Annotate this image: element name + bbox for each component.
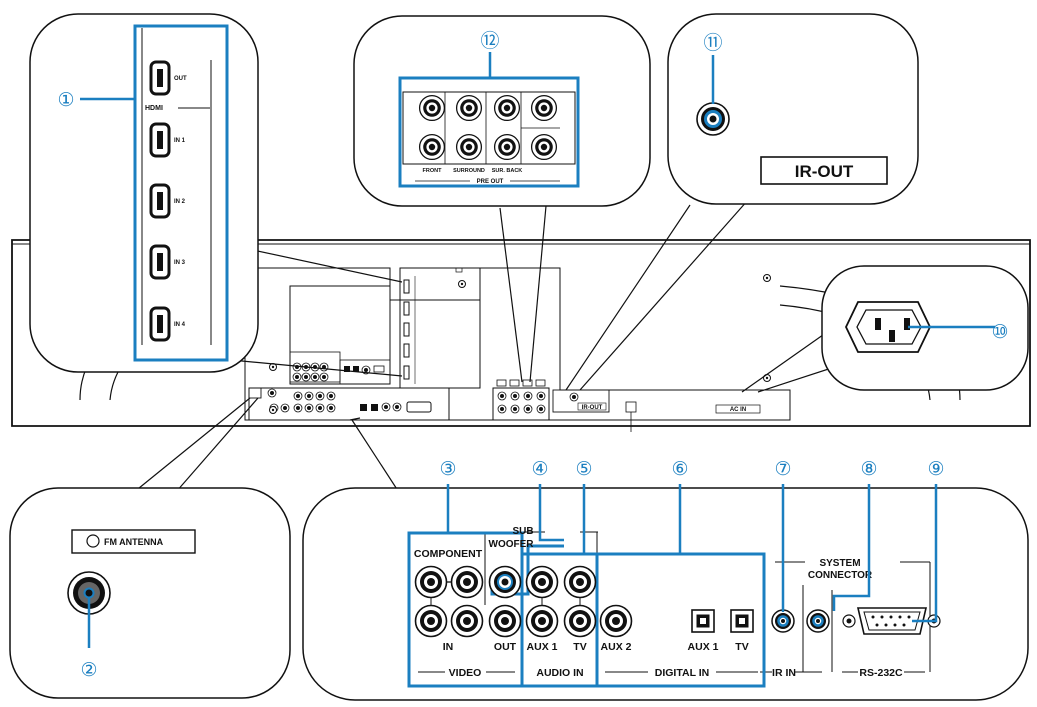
ac-inlet-zoom-panel (821, 265, 1029, 391)
callout-numbers: ① ② ③ ④ ⑤ ⑥ ⑦ ⑧ ⑨ ⑩ ⑪ ⑫ (57, 30, 1008, 681)
ir-out-label-box (760, 156, 888, 185)
pre-out-surround-label: SURROUND (453, 168, 485, 174)
callout-6: ⑥ (671, 458, 688, 480)
callout-11: ⑪ (703, 32, 722, 54)
hdmi-out-label: OUT (174, 76, 187, 82)
callout-7: ⑦ (774, 458, 791, 480)
audio-in-group-label: AUDIO IN (536, 667, 583, 679)
pre-out-group-label: PRE OUT (477, 179, 504, 185)
unit-ir-out-label: IR-OUT (582, 405, 603, 411)
hdmi-zoom-panel: OUT HDMI IN 1 IN 2 IN 3 IN 4 (29, 13, 259, 373)
callout-12: ⑫ (480, 30, 499, 52)
hdmi-in3-label: IN 3 (174, 260, 186, 266)
video-out-jack (488, 604, 522, 638)
digital-in-group-label: DIGITAL IN (655, 667, 709, 679)
callout-10: ⑩ (991, 321, 1008, 343)
video-group-label: VIDEO (449, 667, 482, 679)
fm-antenna-label: FM ANTENNA (104, 537, 164, 547)
hdmi-in4-port (149, 306, 171, 342)
ir-in-jack (771, 609, 795, 633)
system-connector-label-2: CONNECTOR (808, 570, 873, 581)
callout-9: ⑨ (927, 458, 944, 480)
video-out-label: OUT (494, 641, 517, 653)
fm-antenna-label-box (71, 529, 196, 554)
system-connector-label-1: SYSTEM (819, 558, 860, 569)
hdmi-in1-port (149, 122, 171, 158)
fm-antenna-zoom-panel: FM ANTENNA (9, 487, 291, 699)
ac-inlet (845, 301, 931, 353)
hdmi-in3-port (149, 244, 171, 280)
digital-aux1-label: AUX 1 (688, 641, 719, 653)
system-connector-jack (806, 609, 830, 633)
rs232c-port (842, 607, 941, 635)
ir-out-zoom-panel: IR-OUT (667, 13, 919, 205)
pre-out-sur-back-label: SUR. BACK (492, 168, 523, 174)
callout-2: ② (80, 659, 97, 681)
ir-out-label: IR-OUT (795, 162, 854, 181)
ir-in-group-label: IR IN (772, 667, 796, 679)
fm-antenna-jack (67, 571, 111, 615)
callout-5: ⑤ (575, 458, 592, 480)
hdmi-in1-label: IN 1 (174, 138, 186, 144)
component-label: COMPONENT (414, 548, 483, 560)
sub-label: SUB (512, 526, 533, 537)
pre-out-front-label: FRONT (423, 168, 443, 174)
rs232c-label: RS-232C (859, 667, 903, 679)
callout-8: ⑧ (860, 458, 877, 480)
ir-out-jack (696, 102, 730, 136)
callout-1: ① (57, 89, 74, 111)
callout-3: ③ (439, 458, 456, 480)
digital-tv-label: TV (735, 641, 748, 653)
hdmi-in4-label: IN 4 (174, 322, 186, 328)
main-jack-zoom-panel: COMPONENT IN SUB WOOFER OUT AUX 1 (302, 484, 1029, 701)
audio-tv-label: TV (573, 641, 586, 653)
audio-aux1-label: AUX 1 (527, 641, 558, 653)
hdmi-group-box (133, 24, 229, 362)
pre-out-zoom-panel: FRONT SURROUND SUR. BACK PRE OUT (353, 15, 651, 207)
hdmi-in2-port (149, 183, 171, 219)
component-in-label: IN (443, 641, 454, 653)
woofer-label: WOOFER (489, 539, 535, 550)
hdmi-group-label: HDMI (145, 105, 163, 112)
leader-lines (127, 199, 851, 498)
callout-4: ④ (531, 458, 548, 480)
subwoofer-out-jack (488, 565, 522, 599)
digital-aux2-label: AUX 2 (601, 641, 632, 653)
unit-ac-in-label: AC IN (730, 407, 746, 413)
hdmi-out-port (149, 60, 171, 96)
hdmi-in2-label: IN 2 (174, 199, 186, 205)
